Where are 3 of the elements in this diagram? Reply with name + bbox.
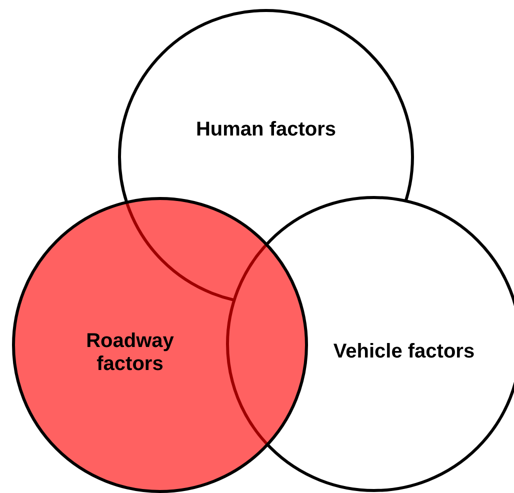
- circle-label: Human factors: [194, 118, 338, 142]
- circle-label: Vehicle factors: [332, 340, 476, 364]
- circle-label: Roadway factors: [85, 330, 175, 376]
